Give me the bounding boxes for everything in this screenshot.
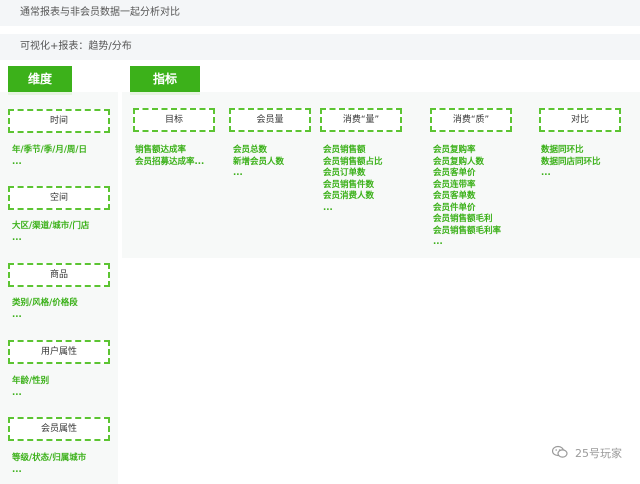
list-item: ...: [433, 237, 443, 247]
list-item: 会员销售件数: [323, 179, 375, 190]
list-item: 会员连带率: [433, 179, 476, 190]
list-item: ...: [541, 168, 551, 178]
list-item: ...: [12, 309, 22, 320]
list-item: ...: [12, 232, 22, 243]
list-item: ...: [12, 464, 22, 475]
dimension-member-attr-items: 等级/状态/归属城市 ...: [12, 453, 86, 476]
dimension-time-items: 年/季节/季/月/周/日 ...: [12, 145, 87, 168]
list-item: 大区/渠道/城市/门店: [12, 221, 90, 231]
list-item: 等级/状态/归属城市: [12, 453, 87, 463]
watermark: 25号玩家: [551, 445, 622, 463]
dimension-space-items: 大区/渠道/城市/门店 ...: [12, 221, 89, 244]
dimension-user-attr-box: 用户属性: [8, 340, 110, 364]
indicator-quality-items: 会员复购率 会员复购人数 会员客单价 会员连带率 会员客单数 会员件单价 会员销…: [433, 145, 501, 249]
wechat-icon: [551, 445, 568, 462]
indicator-tab: 指标: [130, 66, 200, 95]
indicator-quality-box: 消费“质”: [430, 108, 512, 132]
list-item: 会员复购率: [433, 145, 476, 155]
indicator-member-count-items: 会员总数 新增会员人数 ...: [233, 145, 284, 180]
list-item: 会员件单价: [433, 202, 476, 213]
list-item: 会员复购人数: [433, 156, 485, 167]
indicator-quantity-box: 消费“量”: [320, 108, 402, 132]
list-item: 会员客单数: [433, 191, 476, 201]
indicator-target-items: 销售额达成率 会员招募达成率...: [135, 145, 204, 168]
list-item: ...: [323, 202, 333, 213]
indicator-compare-box: 对比: [539, 108, 621, 132]
dimension-space-box: 空间: [8, 186, 110, 210]
list-item: 数据同店同环比: [541, 156, 601, 167]
list-item: 类别/风格/价格段: [12, 298, 78, 308]
list-item: 销售额达成率: [135, 145, 187, 155]
indicator-quantity-items: 会员销售额 会员销售额占比 会员订单数 会员销售件数 会员消费人数 ...: [323, 145, 383, 214]
dimension-member-attr-box: 会员属性: [8, 417, 110, 441]
dimension-product-items: 类别/风格/价格段 ...: [12, 298, 78, 321]
list-item: 年龄/性别: [12, 376, 50, 386]
banner-description: 通常报表与非会员数据一起分析对比: [0, 0, 640, 26]
list-item: 会员总数: [233, 145, 268, 155]
watermark-text: 25号玩家: [575, 446, 622, 460]
banner-visualization: 可视化+报表：趋势/分布: [0, 34, 640, 60]
list-item: 会员销售额占比: [323, 156, 383, 167]
dimension-time-box: 时间: [8, 109, 110, 133]
list-item: 会员客单价: [433, 168, 476, 178]
dimension-product-box: 商品: [8, 263, 110, 287]
list-item: 年/季节/季/月/周/日: [12, 145, 88, 155]
list-item: 会员销售额毛利率: [433, 225, 502, 236]
indicator-compare-items: 数据同环比 数据同店同环比 ...: [541, 145, 601, 180]
indicator-target-box: 目标: [133, 108, 215, 132]
list-item: 数据同环比: [541, 145, 584, 155]
list-item: 会员销售额: [323, 145, 366, 155]
list-item: 会员招募达成率...: [135, 156, 205, 167]
list-item: 会员订单数: [323, 168, 366, 178]
list-item: 会员消费人数: [323, 191, 375, 201]
list-item: ...: [12, 387, 22, 398]
dimension-tab: 维度: [8, 66, 72, 95]
list-item: 新增会员人数: [233, 156, 285, 167]
dimension-user-attr-items: 年龄/性别 ...: [12, 376, 49, 399]
list-item: ...: [12, 156, 22, 167]
list-item: 会员销售额毛利: [433, 214, 493, 224]
indicator-member-count-box: 会员量: [229, 108, 311, 132]
list-item: ...: [233, 168, 243, 178]
